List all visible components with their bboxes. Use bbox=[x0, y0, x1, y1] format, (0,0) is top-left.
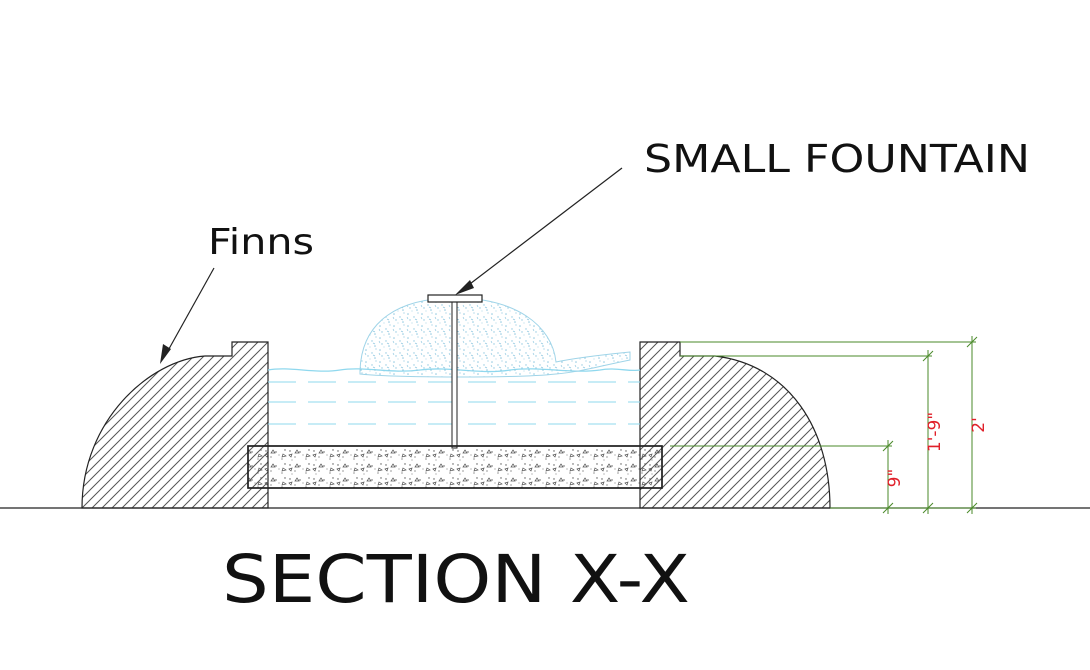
leader-small-fountain bbox=[455, 167, 623, 295]
section-title: SECTION X-X bbox=[222, 541, 690, 618]
fountain-stem bbox=[451, 301, 458, 449]
dimension-lines bbox=[670, 336, 978, 514]
fountain-spray bbox=[359, 297, 631, 378]
concrete-base bbox=[247, 445, 663, 489]
dimension-2ft: 2' bbox=[969, 417, 989, 433]
leader-finns bbox=[160, 267, 215, 364]
dimension-1ft-9in: 1'-9" bbox=[925, 412, 945, 452]
left-berm bbox=[81, 341, 269, 509]
fountain-head bbox=[427, 294, 483, 303]
label-finns: Finns bbox=[208, 222, 314, 263]
dimension-9in: 9" bbox=[885, 469, 905, 488]
label-small-fountain: SMALL FOUNTAIN bbox=[644, 137, 1030, 181]
right-berm bbox=[639, 341, 831, 509]
